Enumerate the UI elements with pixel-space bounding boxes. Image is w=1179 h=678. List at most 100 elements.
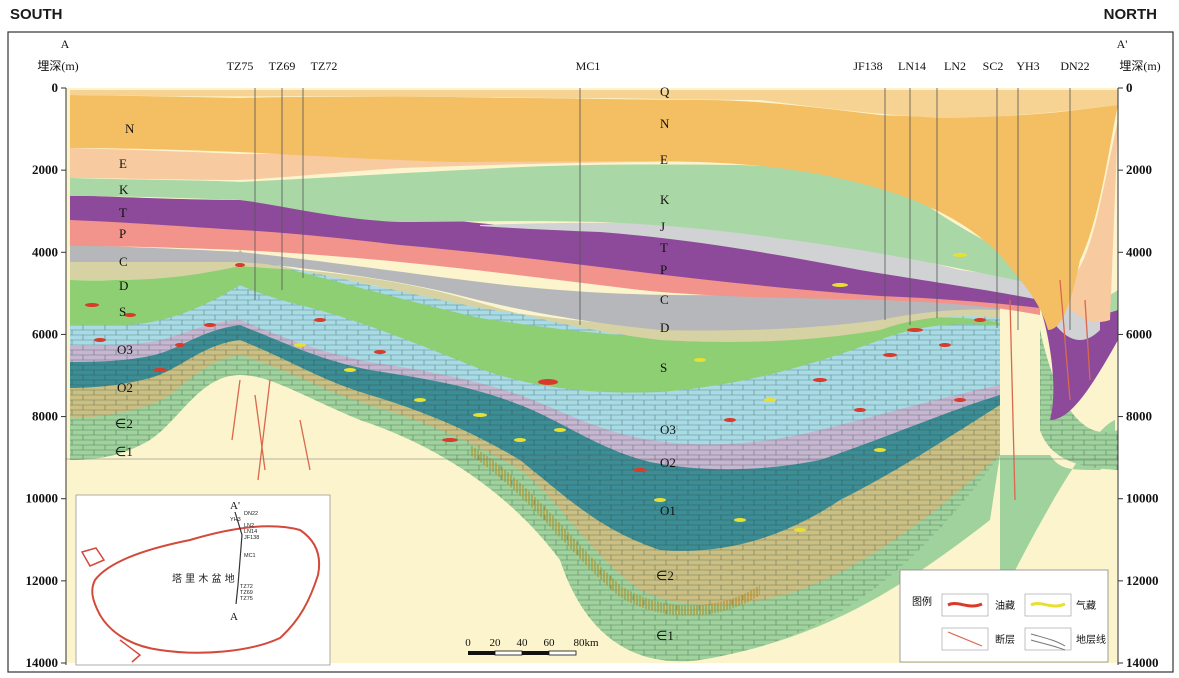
well-label-tz72: TZ72 bbox=[311, 59, 338, 73]
right-depth-tick-label: 2000 bbox=[1126, 162, 1152, 177]
inset-well-yh3: YH3 bbox=[230, 517, 241, 523]
formation-label-d: D bbox=[660, 320, 669, 335]
fault-lines bbox=[231, 279, 1091, 501]
formation-label-d-left: D bbox=[119, 278, 128, 293]
left-depth-tick-label: 14000 bbox=[26, 655, 59, 670]
formation-label-p: P bbox=[660, 262, 667, 277]
left-depth-tick-label: 12000 bbox=[26, 573, 59, 588]
legend-gas-label: 气藏 bbox=[1076, 599, 1096, 612]
well-label-sc2: SC2 bbox=[983, 59, 1004, 73]
oil-reservoirs bbox=[85, 263, 986, 472]
left-depth-tick-label: 10000 bbox=[26, 491, 59, 506]
left-depth-axis-title: 埋深(m) bbox=[37, 59, 78, 73]
formation-label-s-left: S bbox=[119, 304, 126, 319]
legend-gas-swatch bbox=[1030, 602, 1066, 608]
legend-oil-swatch bbox=[947, 602, 983, 608]
well-label-mc1: MC1 bbox=[576, 59, 601, 73]
legend-title: 图例 bbox=[912, 595, 932, 608]
right-depth-axis-title: 埋深(m) bbox=[1119, 59, 1160, 73]
formation-label-n-left: N bbox=[125, 121, 135, 136]
yellow-hatched-band bbox=[470, 445, 760, 616]
layer-permian bbox=[70, 218, 1040, 315]
legend-strata-line-swatch bbox=[1030, 633, 1066, 651]
inset-well-tz75: TZ75 bbox=[240, 596, 253, 602]
inset-start-label: A bbox=[230, 611, 238, 623]
scale-tick-0: 0 bbox=[465, 637, 471, 649]
inset-end-label: A' bbox=[230, 500, 240, 512]
right-depth-tick-label: 14000 bbox=[1126, 655, 1159, 670]
formation-label-t: T bbox=[660, 240, 668, 255]
inset-well-dn22: DN22 bbox=[244, 511, 258, 517]
layer-quaternary bbox=[70, 90, 1118, 118]
formation-label-e: E bbox=[660, 152, 668, 167]
well-label-ln14: LN14 bbox=[898, 59, 926, 73]
formation-label-t-left: T bbox=[119, 205, 127, 220]
inset-location-map: A' A 塔 里 木 盆 地 DN22 YH3 LN2 LN14 JF138 M… bbox=[75, 494, 331, 666]
formation-label-o3-left: O3 bbox=[117, 342, 133, 357]
right-depth-tick-label: 12000 bbox=[1126, 573, 1159, 588]
scale-tick-80km: 80km bbox=[573, 637, 599, 649]
scale-tick-40: 40 bbox=[517, 637, 529, 649]
layer-neogene bbox=[70, 95, 1118, 330]
layer-carboniferous bbox=[70, 245, 1000, 331]
formation-label-e-left: E bbox=[119, 156, 127, 171]
formation-label-c1-left: ∈1 bbox=[115, 444, 133, 459]
formation-label-k: K bbox=[660, 192, 670, 207]
layer-jurassic bbox=[480, 222, 1100, 340]
legend-fault-label: 断层 bbox=[995, 633, 1015, 646]
formation-label-c-left: C bbox=[119, 254, 128, 269]
scale-bar: 0 20 40 60 80km bbox=[465, 637, 599, 656]
inset-well-tz72: TZ72 bbox=[240, 584, 253, 590]
basin-outline bbox=[91, 525, 320, 654]
formation-label-o3: O3 bbox=[660, 422, 676, 437]
left-depth-tick-label: 2000 bbox=[32, 162, 58, 177]
layer-triassic bbox=[70, 195, 1118, 420]
formation-label-o2: O2 bbox=[660, 455, 676, 470]
formation-label-s: S bbox=[660, 360, 667, 375]
formation-label-p-left: P bbox=[119, 226, 126, 241]
well-label-yh3: YH3 bbox=[1016, 59, 1039, 73]
scale-tick-20: 20 bbox=[490, 637, 502, 649]
north-direction-label: NORTH bbox=[1103, 6, 1157, 23]
south-direction-label: SOUTH bbox=[10, 6, 63, 23]
legend-oil-label: 油藏 bbox=[995, 599, 1015, 612]
well-label-tz75: TZ75 bbox=[227, 59, 254, 73]
inset-well-jf138: JF138 bbox=[244, 535, 259, 541]
left-depth-tick-label: 4000 bbox=[32, 244, 58, 259]
well-label-tz69: TZ69 bbox=[269, 59, 296, 73]
inset-well-ln14: LN14 bbox=[244, 529, 257, 535]
formation-label-c2-left: ∈2 bbox=[115, 416, 133, 431]
legend-fault-swatch bbox=[947, 631, 983, 647]
formation-label-k-left: K bbox=[119, 182, 129, 197]
well-label-jf138: JF138 bbox=[853, 59, 882, 73]
formation-label-o2-left: O2 bbox=[117, 380, 133, 395]
legend: 图例 油藏 气藏 断层 地层线 bbox=[899, 569, 1109, 663]
inset-well-mc1: MC1 bbox=[244, 553, 256, 559]
formation-label-o1: O1 bbox=[660, 503, 676, 518]
formation-label-c2: ∈2 bbox=[656, 568, 674, 583]
inset-basin-label: 塔 里 木 盆 地 bbox=[172, 572, 235, 585]
left-depth-tick-label: 8000 bbox=[32, 409, 58, 424]
layer-cretaceous bbox=[70, 164, 1118, 314]
section-start-label: A bbox=[61, 37, 70, 51]
left-depth-tick-label: 6000 bbox=[32, 326, 58, 341]
scale-tick-60: 60 bbox=[544, 637, 556, 649]
well-label-dn22: DN22 bbox=[1060, 59, 1089, 73]
formation-label-n: N bbox=[660, 116, 670, 131]
section-line bbox=[234, 511, 243, 605]
right-depth-tick-label: 0 bbox=[1126, 80, 1133, 95]
well-label-ln2: LN2 bbox=[944, 59, 966, 73]
gas-reservoirs bbox=[294, 253, 967, 532]
right-depth-tick-label: 6000 bbox=[1126, 326, 1152, 341]
left-depth-tick-label: 0 bbox=[52, 80, 59, 95]
formation-label-q: Q bbox=[660, 84, 670, 99]
inset-well-tz69: TZ69 bbox=[240, 590, 253, 596]
formation-label-c: C bbox=[660, 292, 669, 307]
formation-label-c1: ∈1 bbox=[656, 628, 674, 643]
layer-devonian bbox=[70, 260, 1000, 342]
right-depth-tick-label: 8000 bbox=[1126, 409, 1152, 424]
formation-label-j: J bbox=[660, 219, 665, 234]
section-end-label: A' bbox=[1117, 37, 1128, 51]
inset-well-ln2: LN2 bbox=[244, 523, 254, 529]
